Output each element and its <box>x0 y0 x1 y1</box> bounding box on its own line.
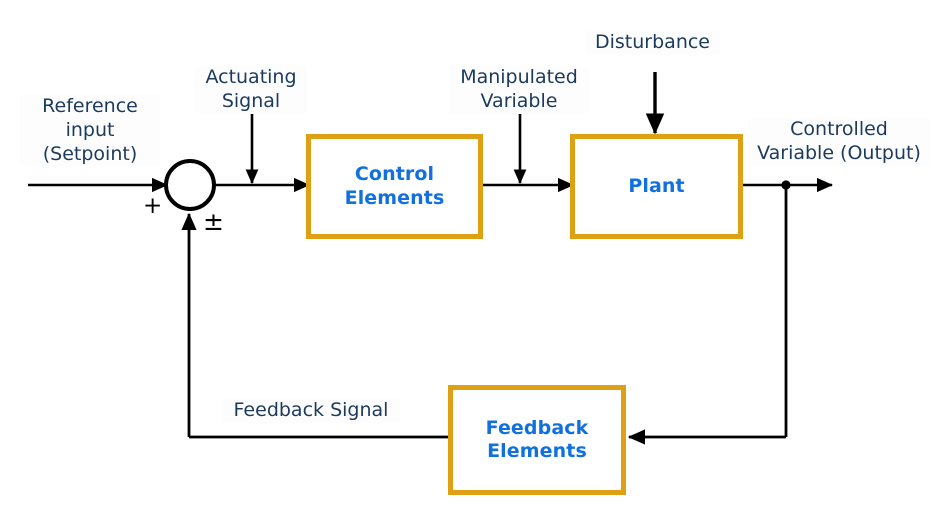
summing-junction <box>164 159 216 211</box>
block-control-elements-label: Control Elements <box>344 163 445 209</box>
block-feedback-elements-label: Feedback Elements <box>485 416 589 462</box>
block-control-elements[interactable]: Control Elements <box>306 134 483 239</box>
label-actuating-signal: Actuating Signal <box>195 66 307 114</box>
block-feedback-elements[interactable]: Feedback Elements <box>448 385 626 495</box>
label-feedback-signal: Feedback Signal <box>222 399 400 423</box>
summing-junction-sign-feedback: ± <box>203 207 224 236</box>
block-plant[interactable]: Plant <box>570 134 743 239</box>
label-disturbance: Disturbance <box>585 31 720 55</box>
label-controlled-variable: Controlled Variable (Output) <box>748 118 930 166</box>
block-plant-label: Plant <box>628 174 685 197</box>
label-manipulated-variable: Manipulated Variable <box>449 66 589 114</box>
summing-junction-sign-reference: + <box>143 193 163 219</box>
label-reference-input: Reference input (Setpoint) <box>20 95 160 167</box>
